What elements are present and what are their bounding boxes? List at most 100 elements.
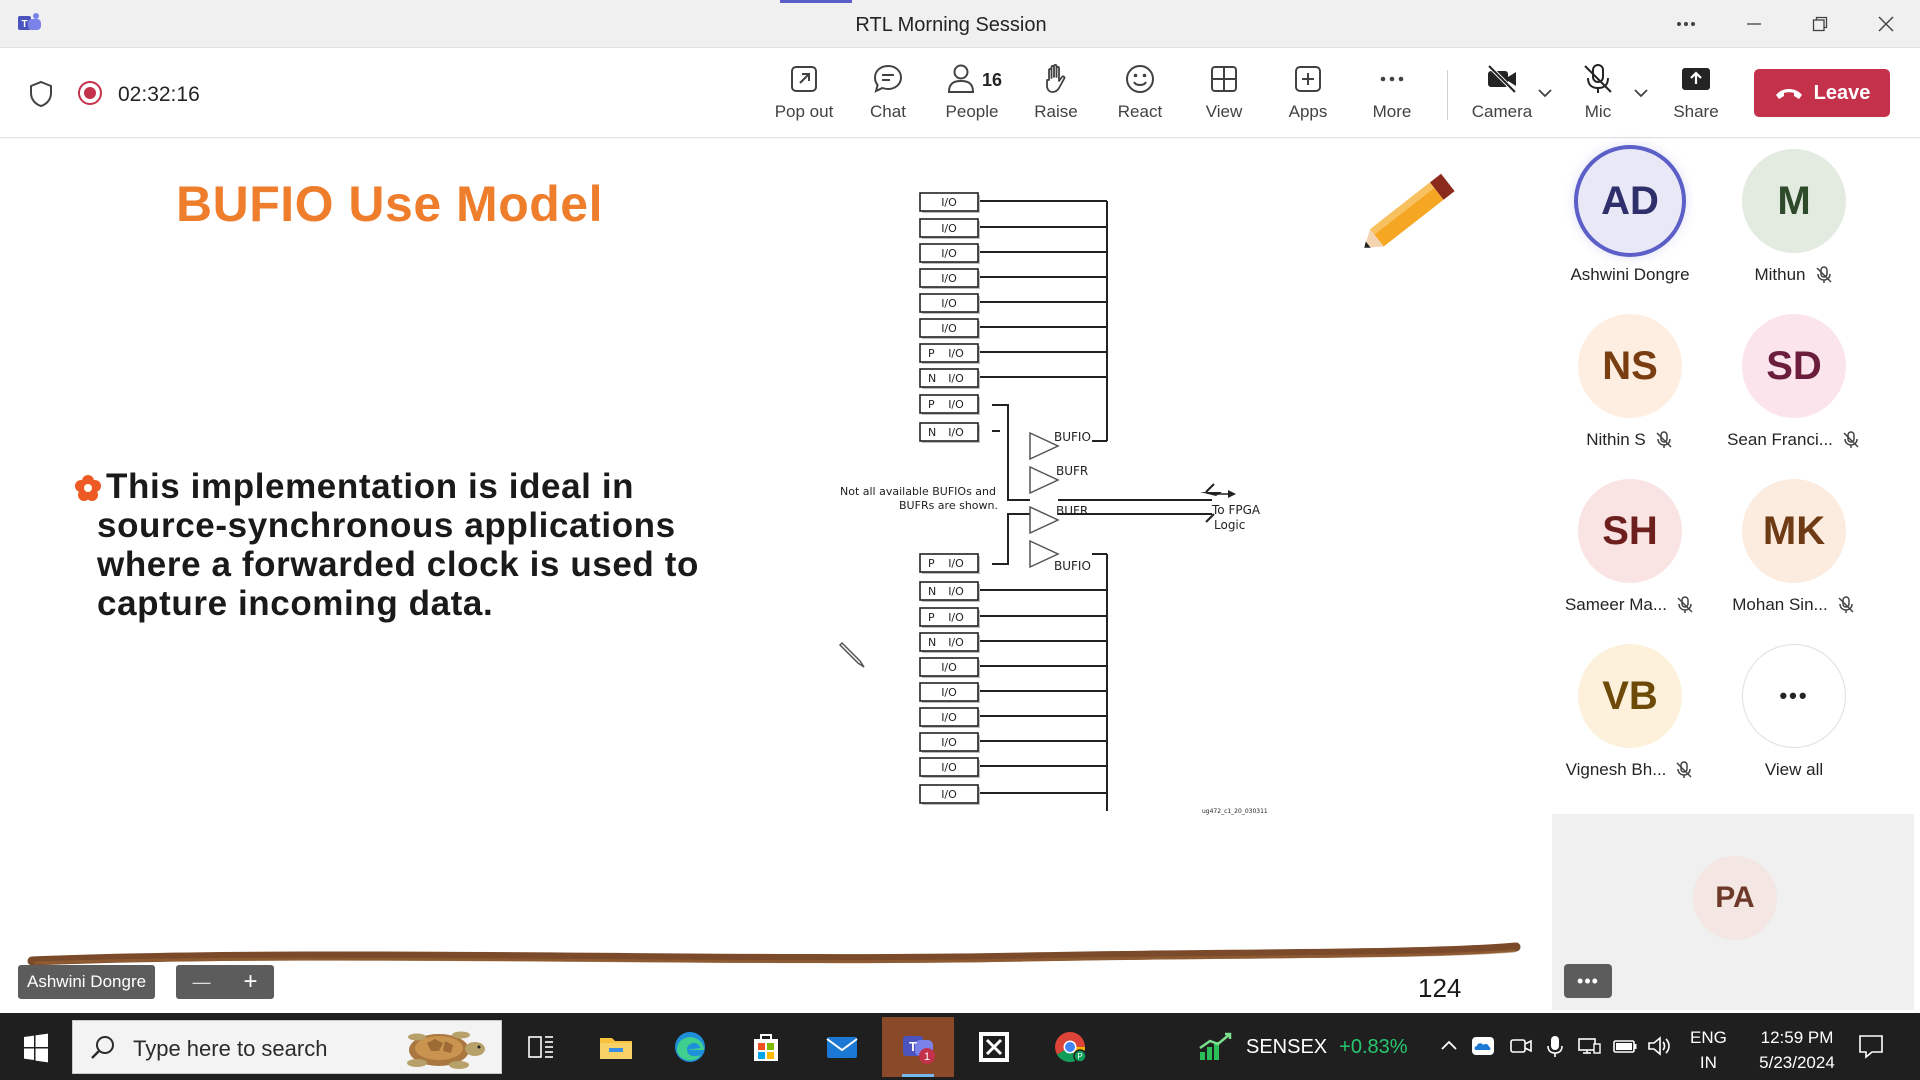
file-explorer-button[interactable] [580, 1017, 652, 1077]
mic-off-icon [1843, 431, 1859, 448]
input-language-indicator[interactable]: ENG IN [1690, 1025, 1727, 1075]
io-label: I/O [948, 585, 964, 598]
shield-icon[interactable] [28, 80, 54, 108]
people-label: People [945, 102, 999, 121]
io-label: I/O [948, 557, 964, 570]
active-window-indicator [780, 0, 852, 3]
raise-hand-button[interactable]: Raise [1014, 62, 1098, 132]
share-label: Share [1673, 102, 1719, 121]
zoom-in-button[interactable]: + [243, 968, 258, 995]
speaker-icon[interactable] [1646, 1033, 1672, 1059]
restore-icon [1812, 16, 1828, 32]
more-button[interactable]: More [1350, 62, 1434, 132]
task-view-button[interactable] [504, 1017, 576, 1077]
apps-button[interactable]: Apps [1266, 62, 1350, 132]
restore-button[interactable] [1800, 10, 1840, 38]
taskbar-clock[interactable]: 12:59 PM 5/23/2024 [1742, 1025, 1852, 1075]
avatar: NS [1578, 314, 1682, 418]
bufr-label: BUFR [1056, 464, 1088, 478]
window-menu-button[interactable] [1666, 10, 1706, 38]
share-button[interactable]: Share [1654, 62, 1738, 132]
network-icon[interactable] [1576, 1033, 1602, 1059]
mail-button[interactable] [806, 1017, 878, 1077]
pop-out-icon [791, 66, 817, 92]
bufio-label: BUFIO [1054, 559, 1091, 573]
avatar: VB [1578, 644, 1682, 748]
meeting-toolbar: 02:32:16 Pop out Chat 16 People Raise Re… [0, 48, 1920, 138]
io-label: I/O [941, 247, 957, 260]
clock-time: 12:59 PM [1760, 1028, 1834, 1047]
taskbar-search-box[interactable]: Type here to search [72, 1020, 502, 1074]
pop-out-label: Pop out [774, 102, 834, 121]
camera-options-chevron-down-icon[interactable] [1536, 84, 1554, 102]
view-all-label: View all [1764, 760, 1824, 779]
participant-name: Ashwini Dongre [1570, 265, 1689, 285]
mic-label: Mic [1584, 102, 1612, 121]
camera-button[interactable]: Camera [1460, 62, 1544, 132]
pin-polarity-label: P [928, 398, 935, 411]
microphone-tray-icon[interactable] [1542, 1033, 1568, 1059]
avatar: PA [1693, 856, 1777, 940]
chrome-icon: P [1055, 1032, 1087, 1063]
onedrive-icon[interactable] [1470, 1033, 1496, 1059]
fpga-logic-label: Logic [1214, 518, 1245, 532]
minimize-button[interactable] [1734, 10, 1774, 38]
leave-button[interactable]: Leave [1754, 69, 1890, 117]
camera-off-icon [1487, 64, 1517, 94]
io-label: I/O [941, 761, 957, 774]
diagram-note: BUFRs are shown. [899, 499, 998, 512]
sensex-widget[interactable]: SENSEX +0.83% [1198, 1032, 1408, 1062]
chevron-up-icon[interactable] [1436, 1033, 1462, 1059]
io-label: I/O [941, 297, 957, 310]
zoom-out-button[interactable]: — [192, 971, 211, 992]
recording-indicator-icon [78, 81, 102, 105]
chat-button[interactable]: Chat [846, 62, 930, 132]
smiley-icon [1126, 65, 1154, 93]
hand-icon [1046, 63, 1066, 93]
close-button[interactable] [1866, 10, 1906, 38]
view-all-button[interactable]: ••• View all [1709, 644, 1879, 804]
more-icon: ••• [1742, 644, 1846, 748]
close-icon [1878, 16, 1894, 32]
bullet-line: This implementation is ideal in [106, 467, 635, 506]
participant-name-text: Mohan Sin... [1732, 595, 1828, 614]
camera-tray-icon[interactable] [1508, 1033, 1534, 1059]
sensex-change: +0.83% [1339, 1035, 1408, 1058]
react-button[interactable]: React [1098, 62, 1182, 132]
chrome-button[interactable]: P [1034, 1017, 1106, 1077]
windows-start-icon[interactable] [14, 1031, 58, 1065]
bufio-diagram: BUFIO BUFR BUFR BUFIO To FPGA Logic Not … [840, 192, 1268, 815]
people-button[interactable]: 16 People [930, 62, 1014, 132]
search-placeholder: Type here to search [133, 1036, 328, 1061]
battery-icon[interactable] [1612, 1033, 1638, 1059]
chat-label: Chat [870, 102, 906, 121]
window-title: RTL Morning Session [855, 14, 1047, 36]
teams-icon: T1 [903, 1036, 935, 1064]
snipping-tool-button[interactable] [958, 1017, 1030, 1077]
pop-out-button[interactable]: Pop out [762, 62, 846, 132]
edge-browser-button[interactable] [654, 1017, 726, 1077]
io-label: I/O [941, 661, 957, 674]
pin-polarity-label: N [928, 636, 936, 649]
io-block: I/O [919, 218, 980, 239]
view-button[interactable]: View [1182, 62, 1266, 132]
mic-options-chevron-down-icon[interactable] [1632, 84, 1650, 102]
mic-button[interactable]: Mic [1556, 62, 1640, 132]
notification-center-icon[interactable] [1856, 1031, 1886, 1061]
io-label: I/O [941, 788, 957, 801]
pencil-icon[interactable] [1350, 157, 1470, 267]
mic-off-icon [1676, 761, 1692, 778]
tile-more-button[interactable]: ••• [1564, 964, 1612, 998]
microsoft-store-button[interactable] [730, 1017, 802, 1077]
region-code: IN [1699, 1053, 1717, 1072]
participant-video-tile[interactable]: PA ••• [1552, 814, 1914, 1010]
svg-text:P: P [1077, 1052, 1082, 1061]
